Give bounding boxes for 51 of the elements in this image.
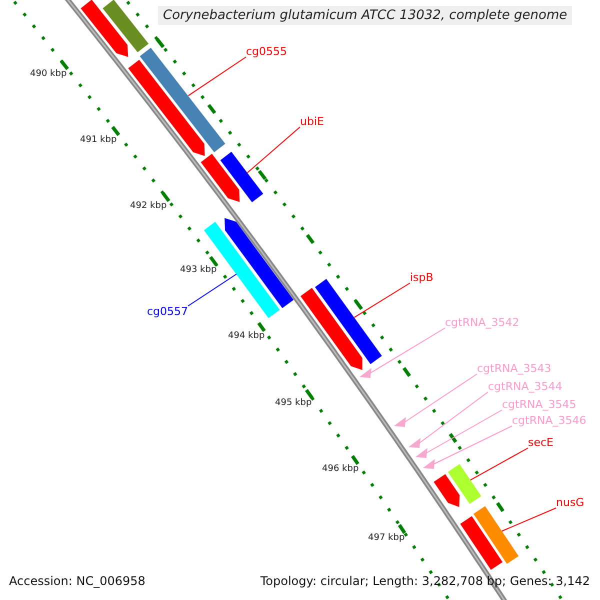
leader-line [188, 274, 237, 306]
position-label: 491 kbp [80, 136, 117, 145]
gene-bar [80, 0, 128, 57]
gene-bar [434, 474, 460, 507]
gene-bar [460, 516, 503, 570]
trna-marker [394, 417, 406, 427]
gene-label: cgtRNA_3544 [488, 381, 562, 392]
gene-label: cgtRNA_3546 [512, 415, 586, 426]
accession-text: Accession: NC_006958 [9, 575, 146, 587]
position-label: 493 kbp [180, 266, 217, 275]
leader-line [433, 426, 512, 464]
position-label: 492 kbp [130, 202, 167, 211]
gene-label: nusG [556, 497, 584, 508]
leader-line [188, 56, 246, 96]
position-label: 490 kbp [30, 70, 67, 79]
trna-marker [408, 438, 420, 448]
leader-line [501, 508, 556, 532]
trna-marker [359, 368, 372, 378]
leader-line [418, 392, 488, 444]
gene-label: ubiE [300, 116, 324, 127]
trna-marker [422, 459, 435, 469]
gene-label: secE [528, 437, 554, 448]
gene-label: cg0555 [246, 46, 288, 57]
leader-line [354, 282, 410, 318]
genome-info-text: Topology: circular; Length: 3,282,708 bp; Genes: 3,142 [260, 575, 590, 587]
gene-label: cg0557 [147, 306, 188, 317]
leader-line [404, 374, 478, 422]
gene-bar [102, 0, 149, 52]
leader-line [370, 328, 446, 374]
gene-bar [200, 154, 240, 202]
gene-label: cgtRNA_3545 [502, 399, 576, 410]
gene-label: cgtRNA_3542 [445, 317, 520, 328]
trna-marker [415, 448, 428, 458]
title: Corynebacterium glutamicum ATCC 13032, complete genome [158, 6, 572, 25]
gene-bar [128, 60, 205, 156]
gene-bar [300, 288, 362, 370]
gene-bar [140, 48, 226, 152]
gene-bar [220, 152, 264, 202]
position-label: 495 kbp [275, 399, 312, 408]
leader-line [426, 410, 502, 454]
leader-line [246, 126, 300, 174]
position-label: 497 kbp [368, 534, 405, 543]
leader-line [470, 448, 528, 481]
gene-bar [224, 218, 294, 308]
gene-bar [474, 506, 519, 564]
gene-label: ispB [410, 272, 434, 283]
gene-label: cgtRNA_3543 [477, 363, 552, 374]
gene-bar [315, 278, 382, 364]
position-label: 494 kbp [228, 332, 265, 341]
position-label: 496 kbp [322, 465, 359, 474]
gene-bar [448, 464, 482, 504]
